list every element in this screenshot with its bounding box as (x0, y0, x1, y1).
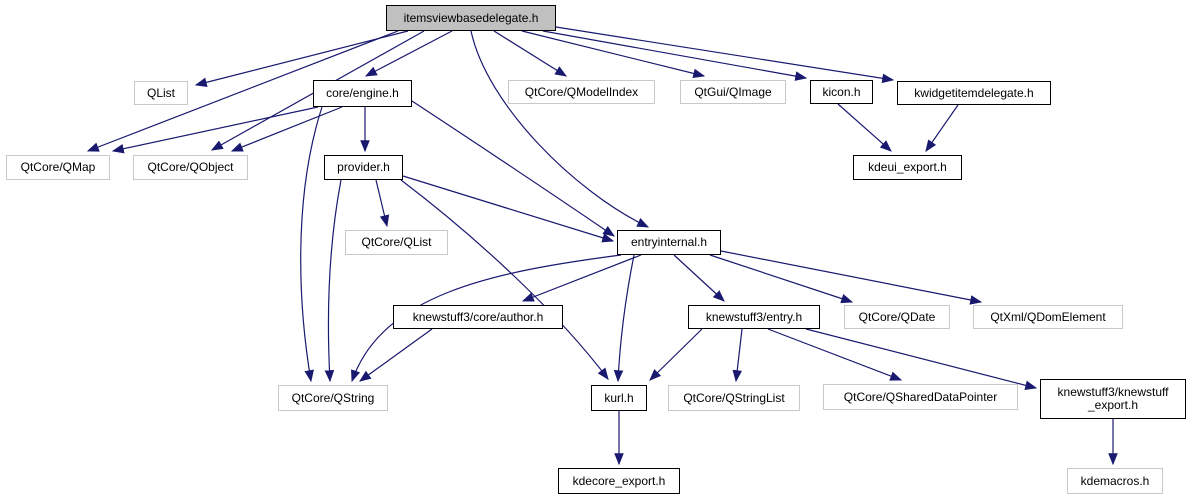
edge-itemsviewbasedelegate_h--qlist (194, 30, 409, 87)
node-entryinternal_h[interactable]: entryinternal.h (617, 230, 721, 255)
node-kurl_h[interactable]: kurl.h (591, 385, 647, 411)
node-provider_h[interactable]: provider.h (324, 155, 403, 180)
edge-provider_h--kurl_h (400, 179, 609, 380)
node-knewstuff3_core_author_h[interactable]: knewstuff3/core/author.h (393, 305, 563, 329)
edge-knewstuff3_entry_h--qtcore_qshareddatapointer (767, 328, 903, 381)
edge-entryinternal_h--knewstuff3_entry_h (673, 254, 725, 302)
edge-provider_h--entryinternal_h (402, 175, 615, 243)
edge-entryinternal_h--qtxml_qdomelement (720, 250, 983, 305)
node-qtcore_qobject: QtCore/QObject (133, 155, 248, 180)
edge-itemsviewbasedelegate_h--entryinternal_h (470, 30, 650, 228)
node-kicon_h[interactable]: kicon.h (810, 80, 873, 104)
node-qtcore_qshareddatapointer: QtCore/QSharedDataPointer (823, 384, 1018, 410)
node-qtcore_qstringlist: QtCore/QStringList (668, 385, 800, 411)
edge-knewstuff3_entry_h--kurl_h (649, 328, 703, 381)
node-qtcore_qdate: QtCore/QDate (844, 305, 950, 329)
node-itemsviewbasedelegate_h: itemsviewbasedelegate.h (386, 5, 556, 31)
node-qtcore_qstring: QtCore/QString (278, 385, 388, 411)
node-knewstuff3_knewstuff_export_h[interactable]: knewstuff3/knewstuff _export.h (1040, 379, 1186, 419)
node-qtgui_qimage: QtGui/QImage (680, 80, 786, 104)
edge-entryinternal_h--qtcore_qstring (351, 254, 622, 383)
edge-entryinternal_h--qtcore_qdate (709, 254, 854, 304)
edge-entryinternal_h--knewstuff3_core_author_h (521, 254, 642, 302)
node-core_engine_h[interactable]: core/engine.h (313, 80, 412, 107)
node-knewstuff3_entry_h[interactable]: knewstuff3/entry.h (688, 305, 820, 329)
edge-kwidgetitemdelegate_h--kdeui_export_h (925, 104, 959, 152)
node-qtcore_qmap: QtCore/QMap (6, 155, 110, 180)
node-qtcore_qlist: QtCore/QList (345, 230, 448, 255)
edge-entryinternal_h--kurl_h (613, 254, 635, 383)
edge-knewstuff3_entry_h--qtcore_qstringlist (732, 328, 743, 383)
edge-kicon_h--kdeui_export_h (837, 103, 892, 152)
edge-itemsviewbasedelegate_h--kicon_h (542, 30, 808, 81)
edge-core_engine_h--qtcore_qstring (300, 106, 323, 383)
node-qlist: QList (134, 81, 188, 105)
edge-provider_h--qtcore_qstring (324, 179, 342, 383)
edge-core_engine_h--entryinternal_h (411, 100, 615, 237)
edge-itemsviewbasedelegate_h--qtcore_qmap (86, 30, 399, 152)
node-qtcore_qmodelindex: QtCore/QModelIndex (508, 80, 655, 104)
node-kdemacros_h: kdemacros.h (1067, 468, 1163, 494)
node-kdecore_export_h[interactable]: kdecore_export.h (558, 468, 680, 494)
edge-itemsviewbasedelegate_h--kwidgetitemdelegate_h (555, 26, 895, 84)
node-qtxml_qdomelement: QtXml/QDomElement (973, 305, 1123, 329)
edge-itemsviewbasedelegate_h--core_engine_h (364, 30, 453, 77)
edge-provider_h--qtcore_qlist (375, 179, 390, 228)
edge-core_engine_h--qtcore_qobject (230, 106, 343, 152)
edge-knewstuff3_entry_h--knewstuff3_knewstuff_export_h (805, 328, 1038, 390)
edge-itemsviewbasedelegate_h--qtcore_qmodelindex (493, 30, 568, 77)
node-kwidgetitemdelegate_h[interactable]: kwidgetitemdelegate.h (897, 81, 1051, 105)
edge-core_engine_h--qtcore_qmap (111, 106, 319, 154)
node-kdeui_export_h[interactable]: kdeui_export.h (853, 155, 962, 180)
edge-knewstuff3_core_author_h--qtcore_qstring (359, 328, 433, 382)
edge-itemsviewbasedelegate_h--qtgui_qimage (521, 30, 706, 79)
